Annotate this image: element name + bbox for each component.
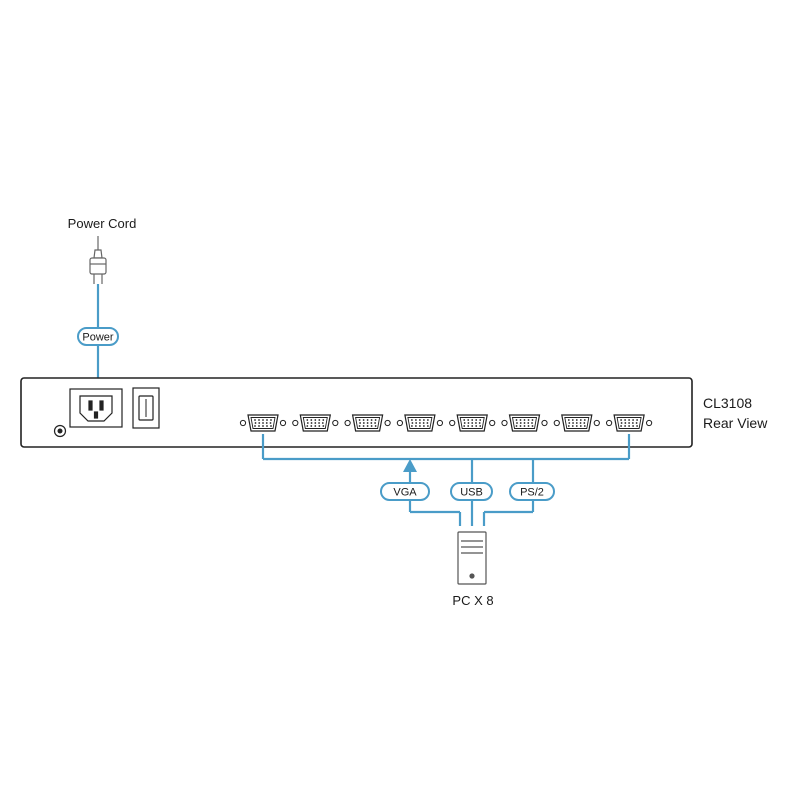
kvm-port-group xyxy=(239,414,653,432)
pc-tower-icon xyxy=(457,531,487,585)
ground-screw-icon xyxy=(53,424,67,438)
kvm-port-3 xyxy=(344,414,391,432)
ps2-tag-label: PS/2 xyxy=(520,487,544,499)
kvm-port-8 xyxy=(606,414,653,432)
power-tag: Power xyxy=(77,327,119,346)
model-label: CL3108 xyxy=(703,395,752,411)
power-tag-label: Power xyxy=(82,332,114,344)
vga-branch-cable xyxy=(408,470,462,526)
ps2-tag: PS/2 xyxy=(509,482,555,501)
usb-tag: USB xyxy=(450,482,493,501)
power-inlet-icon xyxy=(69,388,123,428)
usb-tag-label: USB xyxy=(460,487,483,499)
kvm-port-7 xyxy=(553,414,600,432)
ps2-branch-cable xyxy=(482,459,535,526)
kvm-port-1 xyxy=(239,414,287,432)
kvm-port-2 xyxy=(292,414,339,432)
vga-arrow-icon xyxy=(403,459,417,472)
vga-tag-label: VGA xyxy=(393,487,417,499)
kvm-port-6 xyxy=(501,414,548,432)
port-bus-cable xyxy=(261,434,631,461)
power-cord-label: Power Cord xyxy=(68,216,137,231)
vga-tag: VGA xyxy=(380,482,430,501)
pc-count-label: PC X 8 xyxy=(452,593,493,608)
view-label: Rear View xyxy=(703,415,768,431)
power-switch-icon xyxy=(132,387,160,429)
kvm-port-4 xyxy=(396,414,443,432)
power-plug-icon xyxy=(89,236,107,284)
kvm-port-5 xyxy=(449,414,496,432)
